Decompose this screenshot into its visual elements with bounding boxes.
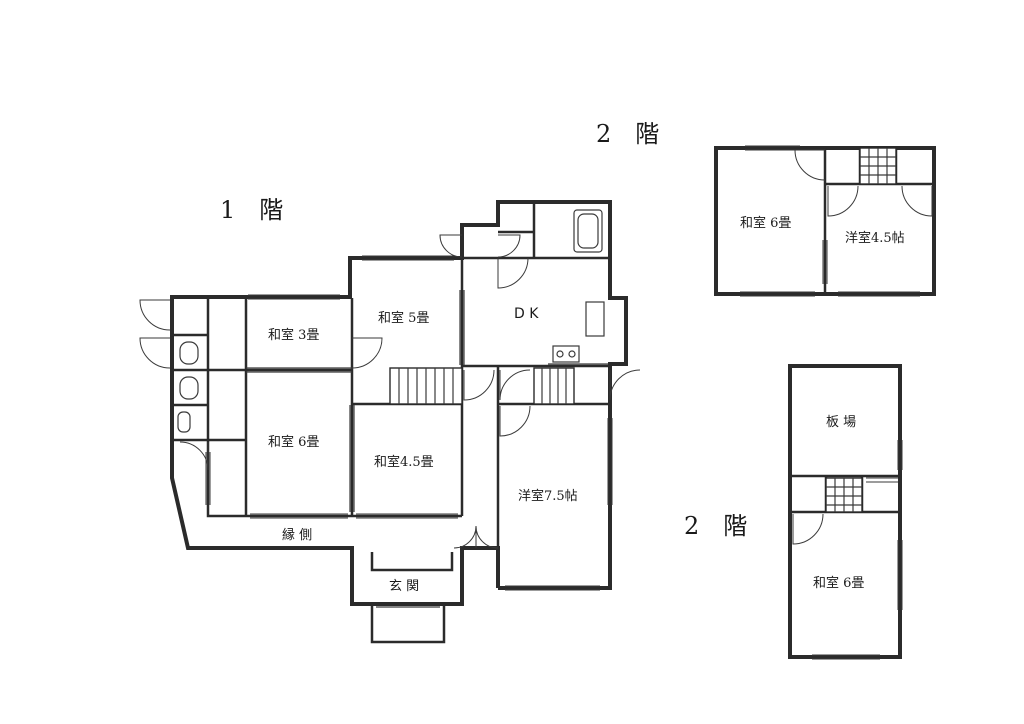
first-floor-label: 1 階 xyxy=(220,196,283,224)
room-label-washitsu-6-annex: 和室 6畳 xyxy=(813,575,864,591)
room-label-washitsu-6-first: 和室 6畳 xyxy=(268,434,319,450)
room-label-washitsu-6-upper: 和室 6畳 xyxy=(740,215,791,231)
room-label-genkan: 玄 関 xyxy=(389,579,419,594)
second-floor-windows xyxy=(740,145,920,297)
first-floor-fixtures xyxy=(177,209,608,433)
first-floor-outer-wall-south xyxy=(170,297,500,606)
stove-icon xyxy=(552,345,580,363)
annex-windows xyxy=(812,440,903,660)
toilet-icon xyxy=(179,376,199,400)
kitchen-sink-icon xyxy=(585,301,605,337)
first-floor-doors xyxy=(139,234,641,549)
second-floor-label-bottom: 2 階 xyxy=(684,512,747,540)
room-label-washitsu-45: 和室4.5畳 xyxy=(374,454,434,470)
first-floor-plan: 1 階 和室 3畳 和室 5畳 D K 和室 6畳 和室4.5畳 洋室7.5帖 … xyxy=(139,196,641,644)
second-floor-label-top: 2 階 xyxy=(596,120,659,148)
first-floor-windows xyxy=(205,255,613,591)
room-label-itaba: 板 場 xyxy=(826,415,856,430)
first-floor-outer-wall xyxy=(170,200,628,590)
room-label-dk: D K xyxy=(514,306,539,322)
second-floor-plan-top: 2 階 和室 6畳 洋室4.5帖 xyxy=(596,120,936,297)
first-floor-stairs xyxy=(389,367,575,405)
second-floor-stairs xyxy=(859,147,897,185)
second-floor-doors xyxy=(794,149,933,217)
room-label-youshitsu-75: 洋室7.5帖 xyxy=(518,488,578,504)
toilet-icon xyxy=(179,341,199,365)
room-label-engawa: 縁 側 xyxy=(282,527,312,543)
entrance-area xyxy=(370,552,454,644)
room-label-washitsu-3: 和室 3畳 xyxy=(268,327,319,343)
annex-stairs xyxy=(825,477,863,513)
room-label-washitsu-5: 和室 5畳 xyxy=(378,310,429,326)
room-label-youshitsu-45: 洋室4.5帖 xyxy=(845,230,905,246)
annex-door xyxy=(792,513,824,545)
second-floor-plan-annex: 2 階 板 場 和室 6畳 xyxy=(684,364,903,660)
sink-icon xyxy=(177,411,191,433)
bathtub-icon xyxy=(573,209,603,253)
